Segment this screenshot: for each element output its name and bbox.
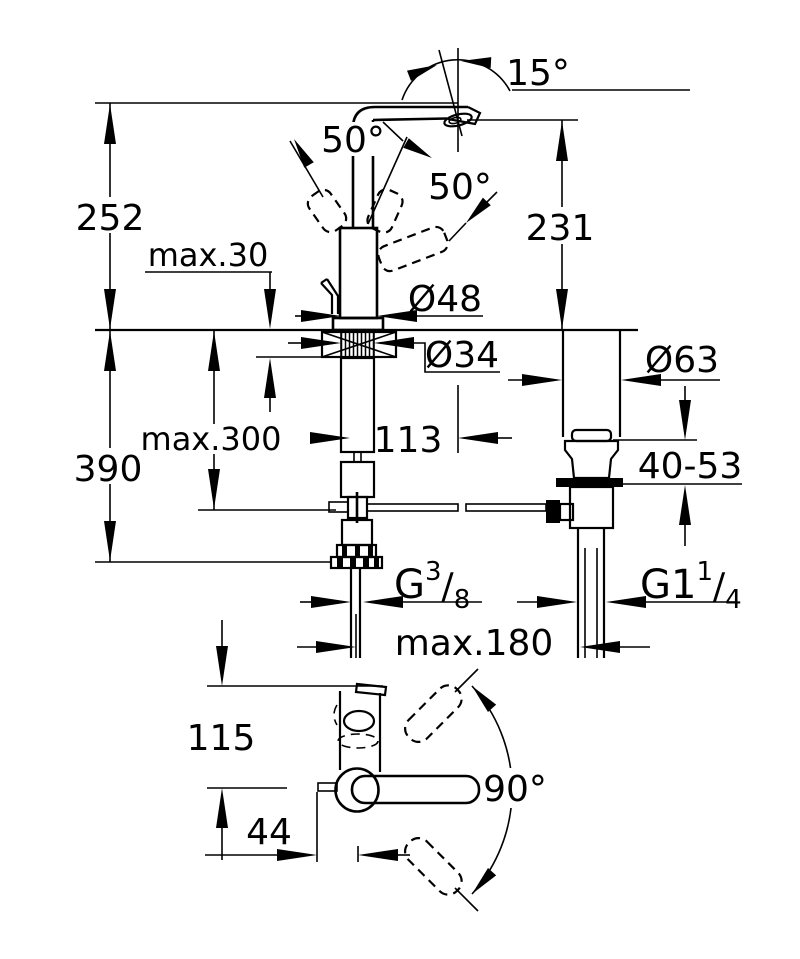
lever-handle-top	[350, 774, 481, 805]
flexible-supply-hose	[329, 518, 384, 658]
pop-up-waste	[546, 330, 623, 658]
dim-dia34-label: Ø34	[425, 335, 499, 376]
dim-g114-label: G11/4	[640, 557, 742, 615]
lever-dashed-upright	[366, 188, 404, 234]
dim-231-label: 231	[526, 208, 595, 249]
dim-dia48-label: Ø48	[408, 279, 482, 320]
g114-slash: /	[713, 566, 726, 607]
dim-113-label: 113	[374, 420, 443, 461]
faucet-body-top	[334, 767, 380, 813]
spout-tip	[447, 106, 482, 126]
pop-up-rod-handle	[320, 278, 340, 314]
dimension-lines	[104, 55, 735, 653]
front-view-labels: 252 max.30 231 15° 50° 50° Ø48 Ø34 max.3…	[74, 53, 743, 664]
g114-sup: 1	[696, 557, 713, 587]
dim-max180-label: max.180	[395, 623, 554, 664]
lever-positions	[289, 121, 498, 273]
dim-115-label: 115	[187, 718, 256, 759]
dim-max300-label: max.300	[141, 420, 282, 458]
g38-sub: 8	[454, 585, 471, 615]
dim-4053-label: 40-53	[638, 446, 743, 487]
dim-252-label: 252	[76, 198, 145, 239]
g114-sub: 4	[725, 585, 742, 615]
g38-sup: 3	[425, 557, 442, 587]
pop-up-rod-top	[317, 782, 338, 792]
aerator-outlet	[443, 112, 473, 128]
faucet-base	[331, 316, 385, 332]
dim-44-label: 44	[246, 812, 292, 853]
dim-max30-label: max.30	[148, 236, 269, 274]
dim-390-label: 390	[74, 449, 143, 490]
top-view-outline	[317, 668, 481, 912]
dim-g38-label: G3/8	[394, 557, 470, 615]
g114-main: G1	[640, 562, 696, 608]
dim-15deg-label: 15°	[506, 53, 570, 94]
dim-dia63-label: Ø63	[645, 340, 719, 381]
lever-dashed-left	[306, 188, 348, 234]
dim-90deg-label: 90°	[483, 769, 547, 810]
top-view-dimensions: 115 44 90°	[187, 620, 547, 898]
g38-slash: /	[442, 566, 455, 607]
faucet-outline	[320, 105, 482, 332]
dim-50deg-right-label: 50°	[428, 167, 492, 208]
lever-dashed-downright	[377, 225, 449, 273]
g38-main: G	[394, 562, 425, 608]
waste-lever-knob	[546, 500, 560, 523]
dim-50deg-left-label: 50°	[321, 120, 385, 161]
waste-seal-ring	[556, 478, 623, 487]
